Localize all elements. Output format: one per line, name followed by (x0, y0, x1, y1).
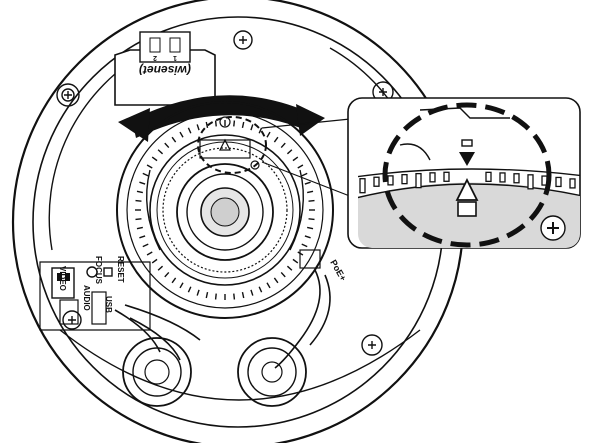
scale-tick (499, 172, 506, 183)
lens-assembly (116, 101, 334, 319)
gear-tooth (258, 127, 263, 134)
scale-tick (569, 178, 576, 189)
gear-tooth (308, 218, 315, 221)
gear-tooth (146, 164, 153, 169)
poe-label: PoE+ (328, 258, 348, 283)
gear-tooth (308, 199, 315, 202)
gear-tooth (151, 156, 158, 162)
usb-label: USB (104, 296, 113, 313)
screw-right (361, 334, 383, 356)
gear-tooth (135, 218, 142, 221)
gear-tooth (292, 156, 299, 162)
zoom-detail (347, 97, 581, 249)
gear-tooth (304, 235, 311, 239)
gear-tooth (250, 124, 254, 131)
focus-button (86, 266, 98, 278)
gear-tooth (164, 271, 170, 278)
gear-tooth (280, 271, 286, 278)
gear-tooth (142, 243, 149, 248)
gear-tooth (301, 243, 308, 248)
scale-tick (373, 176, 380, 187)
gear-tooth (301, 172, 308, 177)
gear-tooth (136, 226, 143, 230)
gear-tooth (241, 121, 245, 128)
gear-tooth (157, 149, 164, 155)
gear-tooth (304, 181, 311, 185)
scale-tick (429, 172, 436, 183)
zoom-leader-lines (261, 117, 361, 201)
gear-tooth (205, 121, 209, 128)
alignment-highlight-small (197, 116, 267, 174)
alignment-triangle-icon (455, 177, 479, 201)
gear-tooth (233, 293, 236, 300)
gear-tooth (135, 199, 142, 202)
gear-tooth (273, 136, 279, 143)
cables (114, 269, 331, 369)
gear-tooth (187, 286, 192, 293)
gear-tooth (250, 289, 254, 296)
gear-tooth (307, 190, 314, 194)
gear-tooth (196, 289, 200, 296)
gear-tooth (139, 235, 146, 239)
switch-label-2: 2 (153, 54, 157, 61)
gear-tooth (164, 142, 170, 149)
scale-tick (485, 171, 492, 183)
cable-grommet-right (237, 337, 307, 407)
scale-tick (513, 173, 520, 184)
video-label: VIDEO (58, 266, 67, 291)
rotation-arrow-icon (118, 95, 325, 142)
switch-label-1: 1 (173, 54, 177, 61)
gear-tooth (258, 286, 263, 293)
gear-tooth (151, 258, 158, 264)
scale-tick (415, 172, 422, 189)
gear-tooth (273, 277, 279, 284)
gear-tooth (187, 127, 192, 134)
gear-tooth (142, 172, 149, 177)
scale-tick (359, 178, 366, 194)
zoom-screw-icon (540, 215, 566, 241)
screw-top-right (233, 30, 253, 50)
gear-tooth (233, 120, 236, 127)
gear-tooth (171, 277, 177, 284)
scale-tick (401, 174, 408, 185)
scale-tick (387, 175, 394, 186)
gear-tooth (266, 282, 271, 289)
reset-button (103, 267, 113, 277)
focus-label: FOCUS (94, 256, 103, 285)
gear-tooth (196, 124, 200, 131)
reset-label: RESET (116, 256, 125, 283)
screw-left (62, 310, 82, 330)
gear-tooth (205, 292, 209, 299)
top-module: 2 1 (wisenet) (114, 31, 216, 106)
scale-tick (555, 176, 562, 188)
scale-tick (527, 174, 534, 190)
gear-tooth (146, 251, 153, 256)
screw-bosses (56, 30, 394, 356)
gear-tooth (139, 181, 146, 185)
gear-tooth (179, 131, 184, 138)
gear-tooth (292, 258, 299, 264)
gear-tooth (280, 142, 286, 149)
scale-tick (443, 171, 450, 182)
alignment-highlight-large (382, 102, 552, 248)
brand-logo-text: (wisenet) (139, 63, 191, 77)
gear-tooth (171, 136, 177, 143)
gear-tooth (214, 293, 217, 300)
gear-tooth (266, 131, 271, 138)
cable-grommet-left (122, 337, 192, 407)
gear-tooth (136, 190, 143, 194)
gear-tooth (297, 164, 304, 169)
gear-tooth (214, 120, 217, 127)
gear-tooth (286, 149, 293, 155)
gear-tooth (179, 282, 184, 289)
gear-tooth (157, 265, 164, 271)
gear-tooth (307, 226, 314, 230)
gear-tooth (286, 265, 293, 271)
gear-tooth (241, 292, 245, 299)
audio-label: AUDIO (82, 285, 91, 311)
screw-top-left (56, 83, 80, 107)
